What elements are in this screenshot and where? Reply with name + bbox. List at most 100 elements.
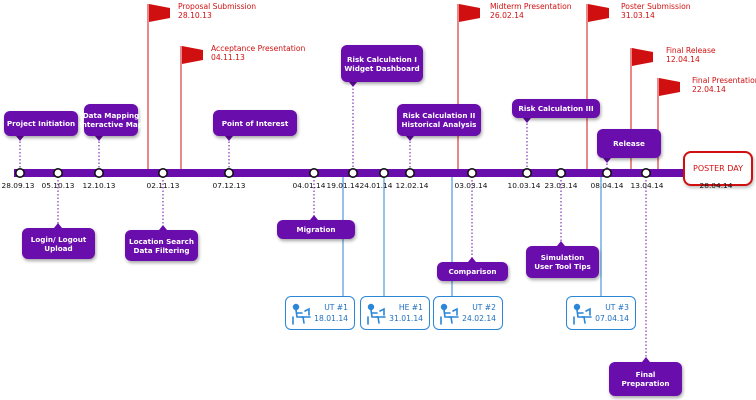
timeline-date: 07.12.13 [212,181,246,190]
timeline-date: 12.02.14 [395,181,429,190]
activity-line1: Release [613,139,645,148]
timeline-node [521,168,532,179]
timeline-node [378,168,389,179]
box-pointer [349,82,357,87]
timeline-date: 03.03.14 [454,181,488,190]
user-test-date: 07.04.14 [595,314,629,323]
box-pointer [16,136,24,141]
connectors [19,85,647,360]
milestone-date: 12.04.14 [666,55,700,64]
user-test-label: UT #2 [472,303,496,312]
box-pointer [468,257,476,262]
timeline-date: 12.10.13 [82,181,116,190]
timeline-date: 04.01.14 [292,181,326,190]
person-at-computer-icon [367,303,386,325]
activity-box: Point of Interest [213,110,297,136]
box-pointers [16,82,650,362]
activity-line1: Risk Calculation III [518,104,594,113]
timeline-node [601,168,612,179]
milestone-title: Final Presentation [692,76,756,85]
user-test-label: UT #1 [324,303,348,312]
timeline-node [466,168,477,179]
activity-line2: Data Filtering [133,245,190,255]
flag-icon [588,4,609,22]
timeline-date: 28.09.13 [1,181,35,190]
activity-line1: Location Search [129,236,194,246]
user-test-box: UT #3 07.04.14 [566,296,636,330]
box-pointer [557,241,565,246]
person-at-computer-icon [573,303,592,325]
activity-line1: Simulation [540,253,585,262]
box-pointer [225,136,233,141]
milestone-date: 22.04.14 [692,85,726,94]
milestone-title: Acceptance Presentation [211,44,306,53]
milestone-date: 31.03.14 [621,11,655,20]
box-pointer [54,223,62,228]
activity-line2: User Tool Tips [534,262,591,271]
activity-line1: Project Initiation [6,119,76,128]
activity-box: Comparison [437,262,508,281]
flag-icon [659,78,680,96]
activity-line1: Final [635,370,656,379]
flag-poles [147,4,659,173]
box-pointer [603,158,611,163]
box-pointer [406,136,414,141]
timeline-node [15,168,25,179]
timeline-date: 10.03.14 [507,181,541,190]
milestone-title: Midterm Presentation [490,2,572,11]
activity-box: Release [597,129,661,158]
box-pointer [310,215,318,220]
timeline-node [555,168,566,179]
flags [149,4,680,96]
activity-line1: Data Mapping [82,111,140,120]
timeline-node [347,168,358,179]
flag-icon [459,4,480,22]
activity-line2: Widget Dashboard [344,63,420,73]
timeline-date: 02.11.13 [146,181,180,190]
user-test-box: HE #1 31.01.14 [360,296,430,330]
activity-box: Risk Calculation III [512,99,600,118]
timeline-date: 13.04.14 [630,181,664,190]
timeline-date: 28.04.14 [699,181,733,190]
timeline-node [158,168,169,179]
timeline-date: 23.03.14 [544,181,578,190]
timeline-nodes [15,168,723,179]
timeline-date: 24.01.14 [359,181,393,190]
person-at-computer-icon [440,303,459,325]
activity-line2: Upload [44,243,73,253]
timeline-node [308,168,319,179]
user-test-date: 31.01.14 [389,314,423,323]
timeline-date: 19.01.14 [326,181,360,190]
timeline-node [404,168,415,179]
activity-box: Migration [277,220,355,239]
timeline-bar [14,169,718,177]
milestone-date: 04.11.13 [211,53,245,62]
box-pointer [523,118,531,123]
user-test-date: 24.02.14 [462,314,496,323]
milestone-title: Final Release [666,46,716,55]
timeline-node [94,168,105,179]
poster-day-label: POSTER DAY [693,164,743,173]
activity-line2: Interactive Map [79,120,143,129]
timeline-date: 08.04.14 [590,181,624,190]
milestone-title: Proposal Submission [178,2,257,11]
activity-line1: Comparison [448,267,497,276]
timeline-node [52,168,63,179]
user-test-label: UT #3 [605,303,629,312]
user-test-box: UT #1 18.01.14 [285,296,355,330]
timeline-node [640,168,651,179]
box-pointer [95,136,103,141]
person-at-computer-icon [292,303,311,325]
